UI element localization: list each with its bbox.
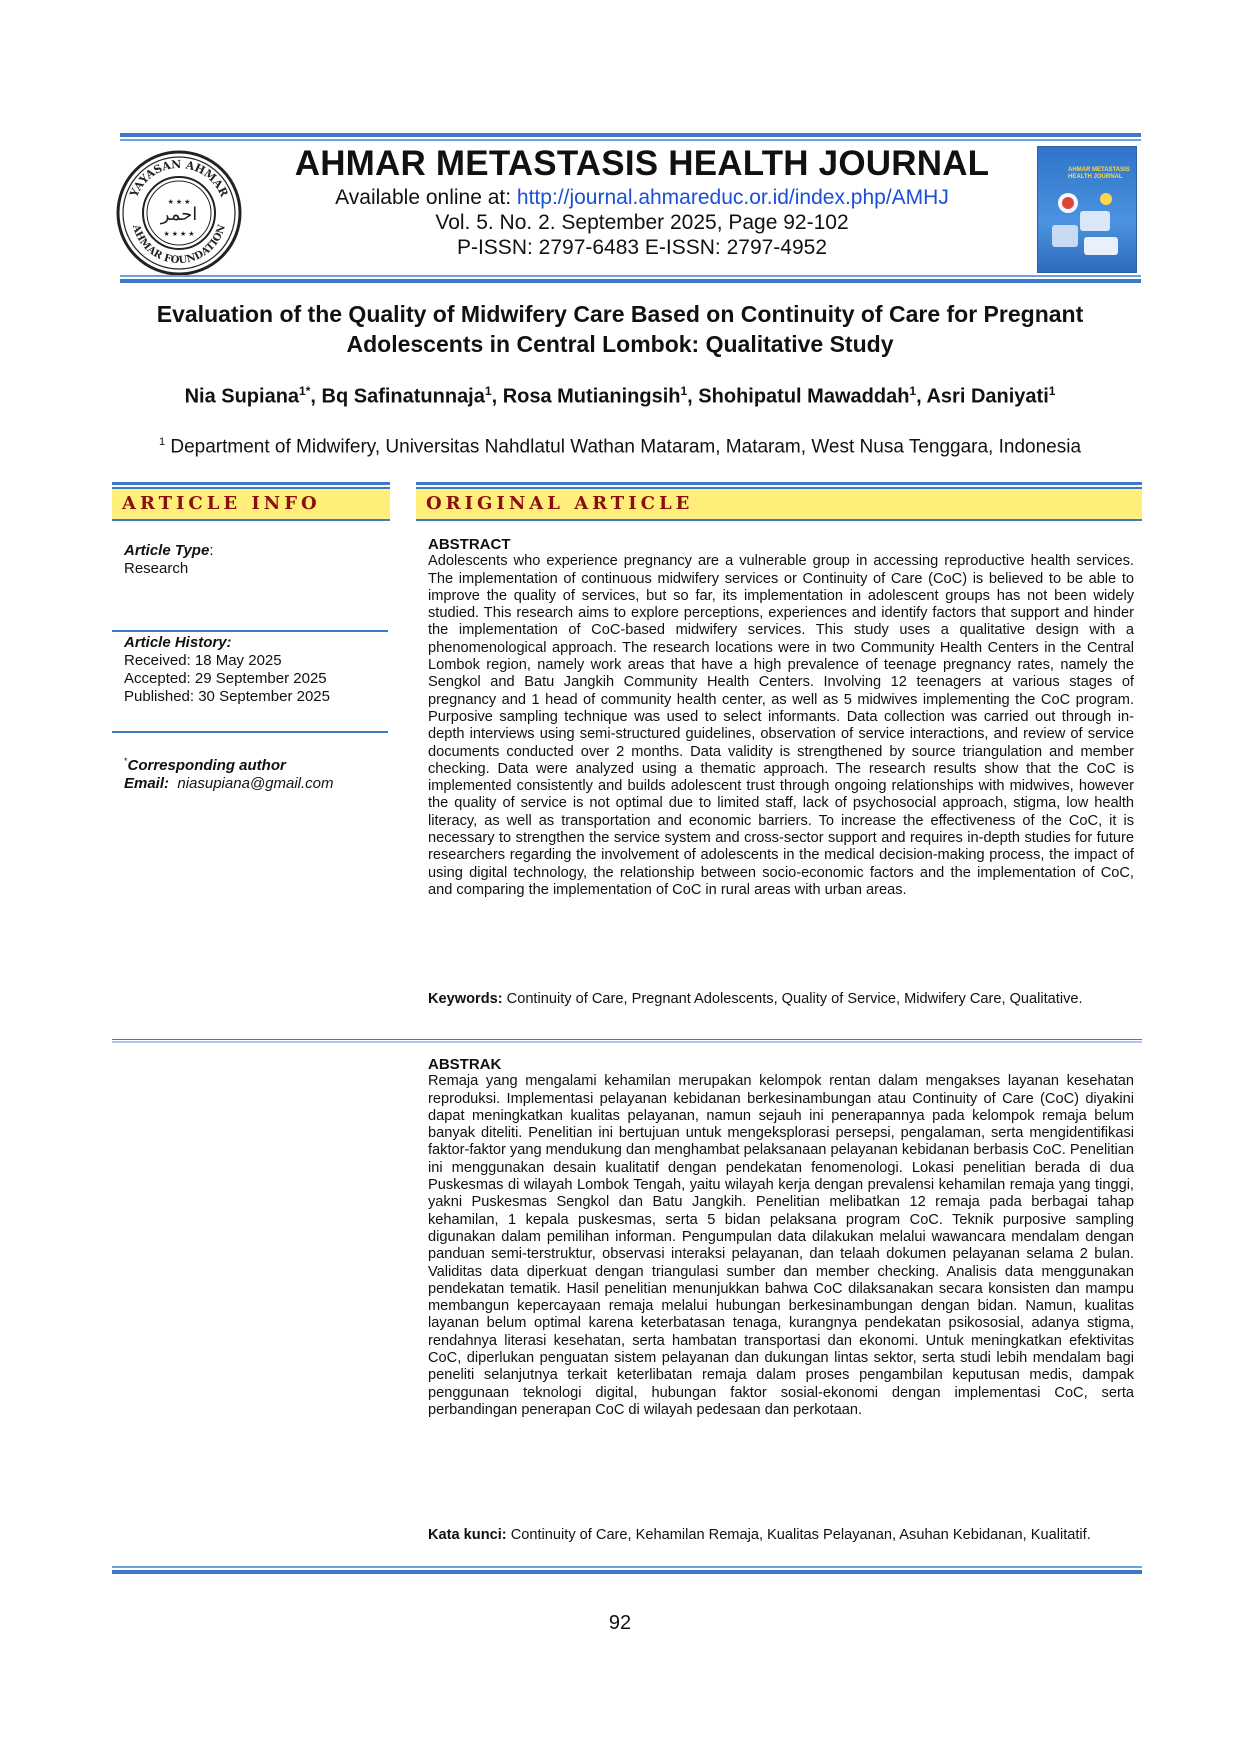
author-list: Nia Supiana1*, Bq Safinatunnaja1, Rosa M… bbox=[184, 384, 1056, 408]
journal-cover-thumbnail: AHMAR METASTASIS HEALTH JOURNAL bbox=[1037, 146, 1137, 273]
affiliation: 1 Department of Midwifery, Universitas N… bbox=[158, 436, 1082, 458]
author-name: Nia Supiana bbox=[184, 385, 300, 408]
foundation-logo: YAYASAN AHMAR AHMAR FOUNDATION احمر ★ ★ … bbox=[116, 150, 242, 276]
author-affiliation-mark: 1 bbox=[1048, 384, 1056, 398]
author-name: Asri Daniyati bbox=[926, 385, 1049, 408]
author-name: Shohipatul Mawaddah bbox=[698, 385, 910, 408]
section-separator-shadow bbox=[112, 1041, 1142, 1043]
svg-text:★ ★ ★: ★ ★ ★ bbox=[168, 198, 191, 206]
author-affiliation-mark: 1 bbox=[484, 384, 492, 398]
author-affiliation-mark: 1* bbox=[299, 384, 311, 398]
info-separator bbox=[112, 630, 388, 632]
author-name: Bq Safinatunnaja bbox=[321, 385, 485, 408]
corresponding-author-block: *Corresponding author Email: niasupiana@… bbox=[124, 756, 334, 792]
original-article-bar: ORIGINAL ARTICLE bbox=[416, 482, 1142, 521]
abstract-en: ABSTRACT Adolescents who experience preg… bbox=[428, 536, 1134, 898]
footer-rule bbox=[112, 1566, 1142, 1574]
section-separator bbox=[112, 1039, 1142, 1040]
author-email[interactable]: niasupiana@gmail.com bbox=[177, 775, 334, 792]
article-info-bar: ARTICLE INFO bbox=[112, 482, 390, 521]
svg-text:★ ★ ★ ★: ★ ★ ★ ★ bbox=[164, 230, 195, 238]
author-affiliation-mark: 1 bbox=[680, 384, 688, 398]
svg-text:احمر: احمر bbox=[160, 204, 197, 225]
journal-url-link[interactable]: http://journal.ahmareduc.or.id/index.php… bbox=[516, 186, 949, 209]
info-separator bbox=[112, 731, 388, 733]
paper-title: Evaluation of the Quality of Midwifery C… bbox=[156, 301, 1084, 357]
header-top-rule bbox=[120, 133, 1141, 141]
volume-line: Vol. 5. No. 2. September 2025, Page 92-1… bbox=[435, 211, 849, 234]
keywords-en: Keywords: Continuity of Care, Pregnant A… bbox=[428, 991, 1083, 1007]
author-name: Rosa Mutianingsih bbox=[502, 385, 681, 408]
author-affiliation-mark: 1 bbox=[909, 384, 917, 398]
header-bottom-rule bbox=[120, 275, 1141, 283]
article-type-block: Article Type: Research bbox=[124, 542, 214, 577]
issn-line: P-ISSN: 2797-6483 E-ISSN: 2797-4952 bbox=[456, 236, 828, 259]
journal-title: AHMAR METASTASIS HEALTH JOURNAL bbox=[294, 144, 990, 183]
article-history-block: Article History: Received: 18 May 2025 A… bbox=[124, 634, 330, 705]
page-number: 92 bbox=[608, 1612, 632, 1634]
keywords-id: Kata kunci: Continuity of Care, Kehamila… bbox=[428, 1527, 1091, 1543]
abstract-id: ABSTRAK Remaja yang mengalami kehamilan … bbox=[428, 1056, 1134, 1418]
availability-line: Available online at: http://journal.ahma… bbox=[335, 186, 949, 209]
